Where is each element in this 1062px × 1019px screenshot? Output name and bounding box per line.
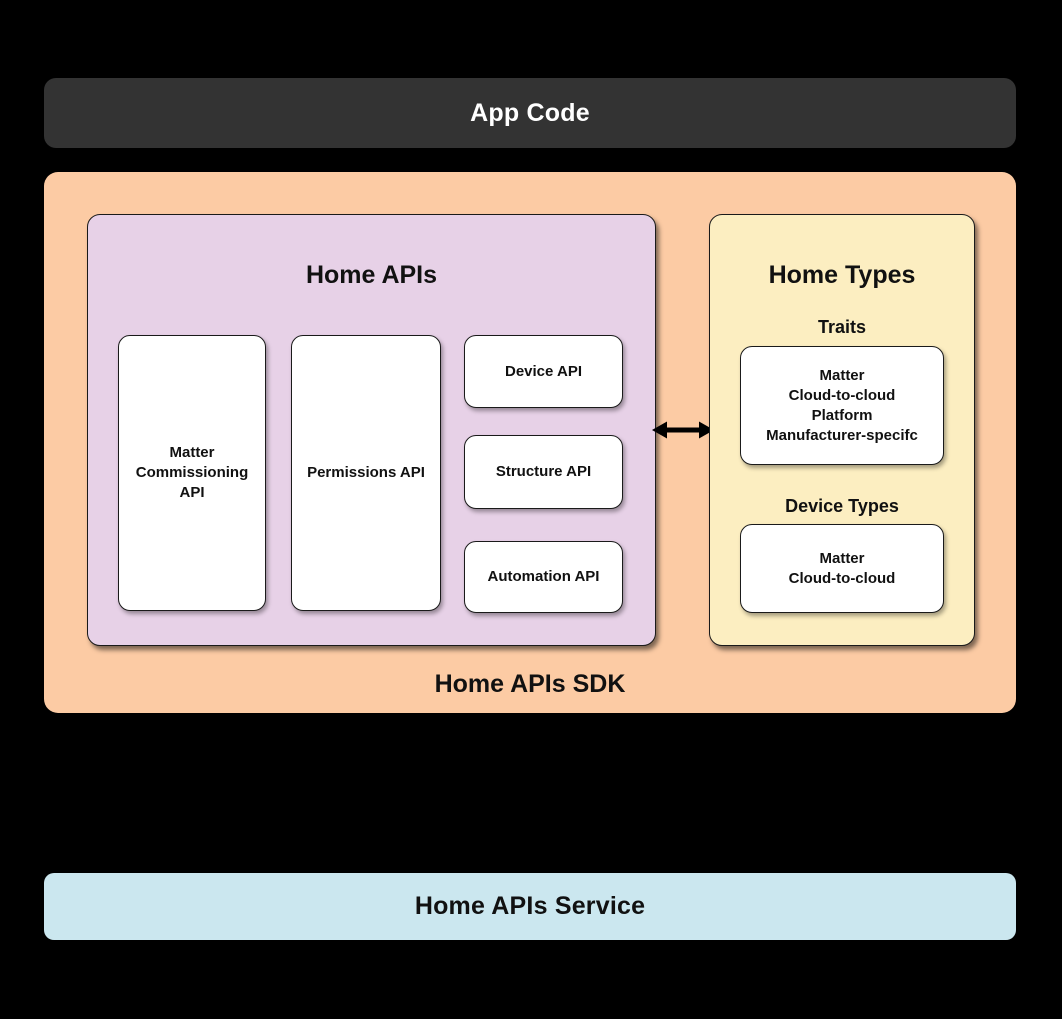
traits-line: Manufacturer-specifc — [766, 426, 918, 444]
home-types-title: Home Types — [768, 261, 916, 289]
home-types-panel: Home Types Traits Matter Cloud-to-cloud … — [709, 214, 975, 646]
device-types-box: Matter Cloud-to-cloud — [740, 524, 944, 613]
permissions-api-box: Permissions API — [291, 335, 441, 611]
structure-api-label: Structure API — [495, 463, 592, 480]
home-apis-sdk-label: Home APIs SDK — [434, 670, 626, 698]
traits-line: Matter — [819, 366, 865, 384]
structure-api-box: Structure API — [464, 435, 623, 509]
matter-commissioning-api-box: Matter Commissioning API — [118, 335, 266, 611]
app-code-bar: App Code — [44, 78, 1016, 148]
home-apis-sdk-container: Home APIs Matter Commissioning API Permi… — [44, 172, 1016, 713]
traits-heading: Traits — [817, 317, 867, 337]
home-apis-title: Home APIs — [305, 261, 438, 289]
home-apis-service-label: Home APIs Service — [414, 892, 646, 920]
automation-api-label: Automation API — [487, 568, 600, 585]
device-types-heading: Device Types — [785, 496, 899, 516]
device-api-label: Device API — [505, 362, 582, 380]
home-apis-service-bar: Home APIs Service — [44, 873, 1016, 940]
bidirectional-arrow-icon — [652, 421, 714, 439]
device-api-box: Device API — [464, 335, 623, 408]
automation-api-box: Automation API — [464, 541, 623, 613]
traits-box: Matter Cloud-to-cloud Platform Manufactu… — [740, 346, 944, 465]
app-code-label: App Code — [470, 98, 590, 127]
device-types-line: Matter — [819, 549, 865, 567]
home-apis-panel: Home APIs Matter Commissioning API Permi… — [87, 214, 656, 646]
device-types-line: Cloud-to-cloud — [788, 569, 896, 587]
matter-commissioning-api-label: Matter Commissioning API — [135, 444, 249, 501]
traits-line: Cloud-to-cloud — [788, 386, 896, 404]
permissions-api-label: Permissions API — [307, 464, 425, 481]
traits-line: Platform — [811, 406, 873, 424]
